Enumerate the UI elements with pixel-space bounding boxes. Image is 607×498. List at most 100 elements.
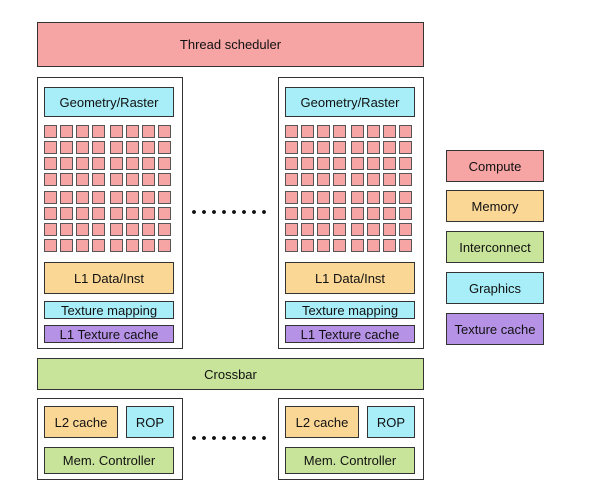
compute-core-cell (76, 207, 89, 220)
compute-core-cell (44, 173, 57, 186)
legend-compute: Compute (446, 150, 544, 182)
compute-core-cell (351, 125, 364, 138)
compute-core-cell (301, 141, 314, 154)
compute-core-cell (399, 173, 412, 186)
compute-core-cell (44, 125, 57, 138)
mem-controller-label: Mem. Controller (303, 453, 397, 468)
compute-core-cell (333, 173, 346, 186)
l2-cache-label: L2 cache (295, 414, 349, 430)
compute-core-cell (333, 239, 346, 252)
compute-core-cell (142, 173, 155, 186)
compute-core-cell (383, 191, 396, 204)
compute-core-cell (285, 125, 298, 138)
legend-interconnect: Interconnect (446, 231, 544, 263)
compute-core-cell (399, 125, 412, 138)
l1-data-inst-label: L1 Data/Inst (73, 270, 145, 286)
l1-texture-cache-2: L1 Texture cache (285, 325, 415, 343)
compute-core-cell (317, 191, 330, 204)
compute-core-cell (44, 157, 57, 170)
compute-core-cell (126, 207, 139, 220)
compute-core-cell (317, 125, 330, 138)
compute-core-cell (301, 191, 314, 204)
compute-core-cell (285, 157, 298, 170)
texture-mapping-label: Texture mapping (60, 302, 158, 318)
l2-cache-1: L2 cache (44, 406, 118, 438)
compute-core-cell (399, 191, 412, 204)
compute-core-cell (110, 157, 123, 170)
l1-texture-cache-label: L1 Texture cache (59, 326, 159, 342)
compute-core-cell (76, 223, 89, 236)
l2-cache-2: L2 cache (285, 406, 359, 438)
legend-memory: Memory (446, 190, 544, 222)
compute-core-cell (351, 173, 364, 186)
compute-core-cell (76, 141, 89, 154)
compute-core-cell (285, 207, 298, 220)
compute-core-cell (399, 207, 412, 220)
compute-core-cell (142, 191, 155, 204)
compute-core-cell (126, 191, 139, 204)
compute-core-cell (76, 125, 89, 138)
compute-core-cell (92, 239, 105, 252)
compute-core-cell (367, 239, 380, 252)
compute-core-cell (383, 125, 396, 138)
compute-core-cell (158, 125, 171, 138)
compute-core-cell (44, 191, 57, 204)
compute-core-cell (126, 239, 139, 252)
rop-2: ROP (367, 406, 415, 438)
compute-core-cell (301, 223, 314, 236)
compute-core-cell (367, 141, 380, 154)
compute-core-cell (351, 157, 364, 170)
compute-core-cell (301, 157, 314, 170)
compute-core-cell (76, 173, 89, 186)
compute-core-cell (367, 125, 380, 138)
compute-core-cell (158, 157, 171, 170)
texture-mapping-label: Texture mapping (301, 302, 399, 318)
geometry-raster-label: Geometry/Raster (300, 94, 400, 110)
compute-core-cell (351, 141, 364, 154)
compute-core-cell (301, 173, 314, 186)
compute-core-cell (317, 223, 330, 236)
compute-core-cell (285, 223, 298, 236)
compute-core-cell (399, 141, 412, 154)
l1-texture-cache-1: L1 Texture cache (44, 325, 174, 343)
legend-interconnect-label: Interconnect (459, 239, 531, 255)
compute-core-cell (110, 141, 123, 154)
compute-core-cell (158, 223, 171, 236)
compute-core-cell (301, 239, 314, 252)
legend-compute-label: Compute (468, 158, 522, 174)
compute-core-cell (60, 239, 73, 252)
compute-core-cell (110, 191, 123, 204)
compute-core-cell (317, 157, 330, 170)
compute-core-cell (158, 207, 171, 220)
compute-core-grid-1 (44, 125, 174, 253)
compute-core-cell (76, 157, 89, 170)
rop-label: ROP (135, 414, 165, 430)
mem-controller-2: Mem. Controller (285, 447, 415, 474)
compute-core-cell (60, 191, 73, 204)
compute-core-cell (142, 157, 155, 170)
compute-core-cell (158, 191, 171, 204)
compute-core-cell (158, 141, 171, 154)
compute-core-cell (333, 141, 346, 154)
thread-scheduler-label: Thread scheduler (179, 37, 282, 52)
compute-core-cell (126, 141, 139, 154)
l1-data-inst-1: L1 Data/Inst (44, 262, 174, 294)
texture-mapping-1: Texture mapping (44, 301, 174, 319)
compute-core-cell (92, 125, 105, 138)
compute-core-cell (110, 207, 123, 220)
compute-core-cell (142, 207, 155, 220)
legend-graphics: Graphics (446, 272, 544, 304)
l1-data-inst-2: L1 Data/Inst (285, 262, 415, 294)
rop-label: ROP (376, 414, 406, 430)
compute-core-cell (158, 239, 171, 252)
compute-core-cell (333, 125, 346, 138)
compute-core-cell (142, 223, 155, 236)
compute-core-cell (351, 207, 364, 220)
legend-texture-cache-label: Texture cache (454, 321, 536, 337)
compute-core-cell (367, 207, 380, 220)
compute-core-cell (383, 223, 396, 236)
compute-core-cell (399, 239, 412, 252)
crossbar: Crossbar (37, 358, 424, 390)
compute-core-cell (285, 173, 298, 186)
compute-core-cell (351, 191, 364, 204)
